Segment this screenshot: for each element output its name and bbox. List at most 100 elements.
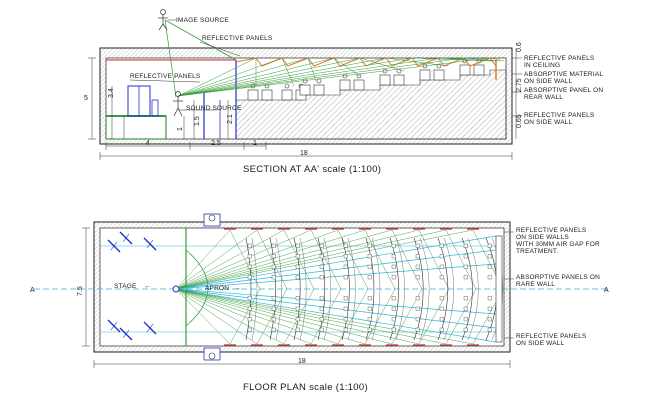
- reflection-ray: [175, 229, 258, 290]
- note-side-2: ON SIDE WALL: [524, 119, 573, 126]
- seat: [415, 296, 420, 301]
- door-top: [203, 213, 221, 227]
- seat: [367, 317, 372, 322]
- incident-ray: [177, 57, 257, 97]
- reflection-ray: [175, 229, 393, 290]
- note-absorptive-1: ABSORPTIVE MATERIAL: [524, 71, 603, 78]
- incident-ray: [177, 57, 335, 97]
- seat: [295, 275, 300, 280]
- seat: [343, 296, 348, 301]
- seat: [391, 275, 396, 280]
- seat: [439, 243, 444, 248]
- seat: [487, 317, 492, 322]
- note-plan-side-4: TREATMENT.: [516, 248, 558, 255]
- seat: [343, 243, 348, 248]
- reflection-ray: [445, 229, 477, 290]
- seat-back: [313, 84, 325, 96]
- seat-back: [459, 64, 471, 76]
- seat: [343, 306, 348, 311]
- seat: [391, 317, 396, 322]
- plan-dimensions: [82, 227, 511, 368]
- dim-d3: 2.1: [227, 114, 234, 124]
- seat: [295, 327, 300, 332]
- stage-reflector-tick: [122, 329, 130, 339]
- dim-overall-section: 18: [300, 150, 308, 157]
- section-notes: REFLECTIVE PANELS IN CEILING ABSORPTIVE …: [512, 55, 603, 126]
- seat: [439, 296, 444, 301]
- dim-plan-width: 7.5: [77, 286, 84, 296]
- reflection-ray: [175, 229, 312, 290]
- reflection-ray: [175, 288, 258, 345]
- leader-refl-stage: [129, 79, 201, 83]
- note-plan-side-3: WITH 30MM AIR GAP FOR: [516, 241, 600, 248]
- incident-ray: [177, 57, 283, 97]
- reflection-ray: [256, 288, 288, 345]
- dim-right-mid: 2.75: [516, 78, 523, 92]
- label-image-source: IMAGE SOURCE: [176, 17, 229, 24]
- label-sound-source: SOUND SOURCE: [186, 105, 242, 112]
- seat: [367, 275, 372, 280]
- door-top-marker: [208, 214, 216, 222]
- floor-plan-view: A A STAGE ← APRON → REFLECTIVE PANELS ON…: [30, 213, 610, 393]
- dim-bottom-2: 2.5: [211, 140, 221, 147]
- plan-notes: REFLECTIVE PANELS ON SIDE WALLS WITH 30M…: [504, 227, 600, 347]
- seat: [391, 264, 396, 269]
- image-source-icon: [158, 9, 168, 31]
- note-plan-low-1: REFLECTIVE PANELS: [516, 333, 587, 340]
- seat: [415, 306, 420, 311]
- seat: [415, 254, 420, 259]
- viewer-head: [284, 83, 290, 89]
- seat: [463, 317, 468, 322]
- stage-reflector-tick: [110, 241, 118, 251]
- seat: [391, 296, 396, 301]
- reflection-ray: [175, 288, 420, 345]
- seat: [391, 243, 396, 248]
- seat: [391, 254, 396, 259]
- seat: [247, 264, 252, 269]
- seat: [319, 296, 324, 301]
- door-bottom: [203, 347, 221, 361]
- seat: [487, 275, 492, 280]
- seat: [295, 306, 300, 311]
- note-plan-side-1: REFLECTIVE PANELS: [516, 227, 587, 234]
- seat: [439, 275, 444, 280]
- reflection-ray: [445, 288, 477, 345]
- seat: [319, 264, 324, 269]
- seat: [319, 275, 324, 280]
- note-ceiling-1: REFLECTIVE PANELS: [524, 55, 595, 62]
- reflection-ray: [175, 229, 474, 290]
- plan-title: FLOOR PLAN scale (1:100): [243, 382, 368, 393]
- seat: [439, 317, 444, 322]
- seat: [367, 296, 372, 301]
- reflection-ray: [175, 229, 285, 290]
- reflected-ray: [385, 57, 449, 67]
- seat: [367, 243, 372, 248]
- reflected-ray: [359, 57, 405, 72]
- ceiling-reflective-panels: [235, 57, 497, 67]
- seat: [487, 264, 492, 269]
- seat-back: [473, 64, 485, 76]
- plan-reflection-rays: [175, 228, 504, 346]
- reflection-ray: [175, 288, 366, 345]
- incident-ray: [177, 57, 465, 97]
- sightline: [175, 288, 497, 329]
- seat: [271, 296, 276, 301]
- reflection-ray: [175, 288, 447, 345]
- seat: [271, 306, 276, 311]
- seat-back: [339, 79, 351, 91]
- seat: [415, 317, 420, 322]
- seat: [391, 327, 396, 332]
- label-apron: APRON: [205, 285, 229, 292]
- note-side-1: REFLECTIVE PANELS: [524, 112, 595, 119]
- note-ceiling-2: IN CEILING: [524, 62, 560, 69]
- seat: [463, 254, 468, 259]
- reflection-ray: [364, 229, 396, 290]
- seat: [415, 264, 420, 269]
- reflection-ray: [364, 288, 396, 345]
- seat: [247, 254, 252, 259]
- reflection-ray: [229, 229, 261, 290]
- note-absorptive-2: ON SIDE WALL: [524, 78, 573, 85]
- reflection-ray: [175, 229, 420, 290]
- seat: [463, 306, 468, 311]
- reflection-ray: [175, 288, 474, 345]
